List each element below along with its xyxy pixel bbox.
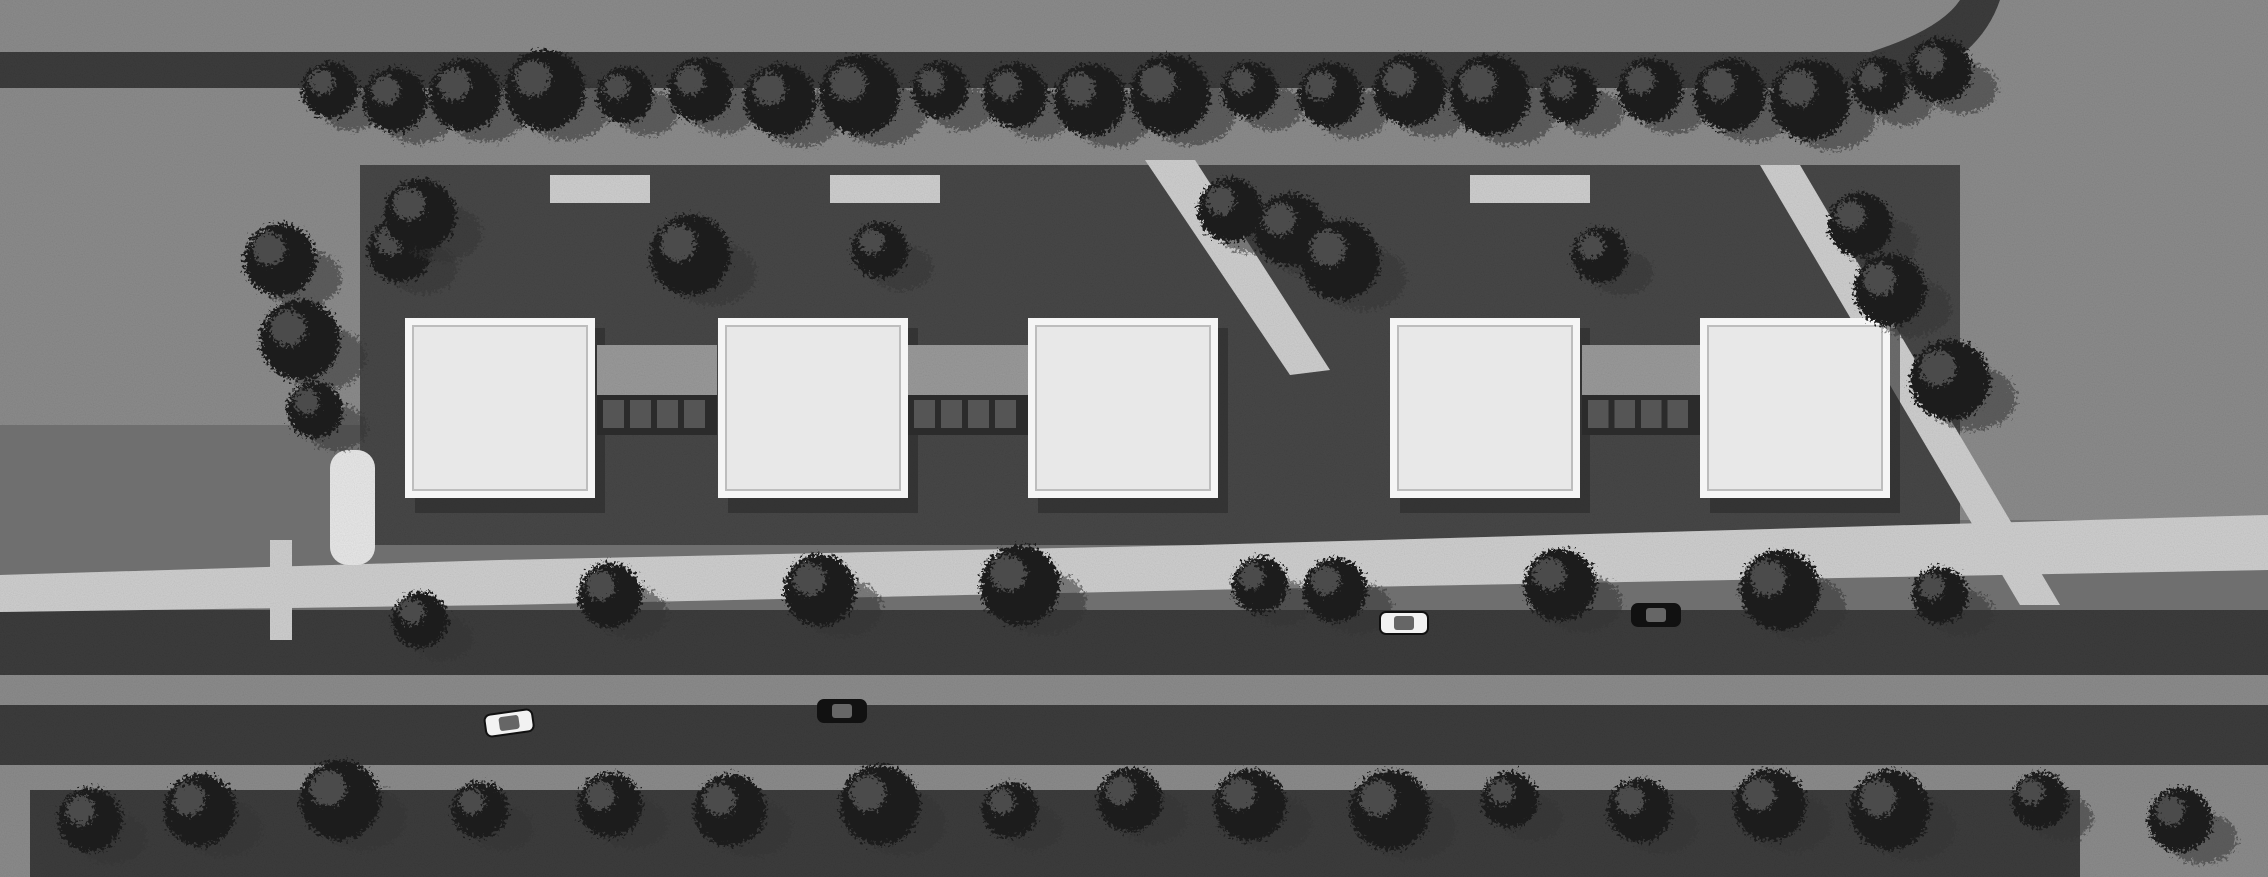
path-south	[0, 515, 2268, 612]
car-car-4	[817, 699, 867, 723]
footpaths	[0, 160, 2268, 640]
tree	[784, 554, 882, 637]
path-north-2	[830, 175, 940, 203]
tree	[1303, 558, 1393, 634]
tree	[1214, 769, 1312, 852]
tree	[694, 774, 792, 857]
building-block-5	[1700, 318, 1900, 513]
tree	[58, 788, 148, 864]
tree	[1298, 63, 1388, 139]
car-car-1	[1379, 611, 1429, 635]
building-block-3	[1028, 318, 1228, 513]
tree	[1908, 38, 1998, 114]
tree	[260, 300, 366, 390]
tree	[820, 55, 926, 145]
building-roof	[1035, 325, 1211, 491]
tree	[1854, 254, 1952, 337]
tree	[392, 592, 473, 661]
tree	[384, 179, 482, 262]
tree	[164, 774, 262, 857]
tree	[597, 67, 678, 136]
tree	[1572, 227, 1653, 296]
tree	[287, 382, 368, 451]
path-diagonal-center	[1145, 160, 1330, 375]
path-diagonal-right	[1760, 165, 2060, 605]
path-north-3	[1470, 175, 1590, 203]
tree	[840, 765, 946, 855]
path-vertical-left	[270, 540, 292, 640]
road-south	[0, 705, 2268, 765]
tree	[1450, 55, 1556, 145]
tree	[1740, 550, 1846, 640]
tree	[1850, 770, 1956, 860]
tree	[2012, 772, 2093, 841]
building-block-2	[718, 318, 918, 513]
connector-link-4-5	[1582, 345, 1700, 435]
path-north-1	[550, 175, 650, 203]
building-roof	[1707, 325, 1883, 491]
road-main	[0, 610, 2268, 675]
tree	[1300, 220, 1406, 310]
tree	[852, 222, 933, 291]
tree	[505, 50, 611, 140]
building-roof	[725, 325, 901, 491]
cars	[483, 603, 1681, 738]
tree	[1054, 64, 1152, 147]
entrance-canopy	[330, 450, 375, 565]
tree	[982, 782, 1063, 851]
tree	[1098, 768, 1188, 844]
car-car-3	[483, 708, 535, 738]
tree	[578, 563, 668, 639]
building-block-4	[1390, 318, 1590, 513]
tree	[1734, 769, 1832, 852]
car-car-2	[1631, 603, 1681, 627]
tree	[912, 62, 993, 131]
tree	[1232, 557, 1313, 626]
tree	[2148, 788, 2238, 864]
connector-bridges	[597, 345, 1700, 435]
tree	[1350, 770, 1456, 860]
trees	[58, 38, 2238, 864]
tree	[1222, 62, 1303, 131]
tree	[300, 760, 406, 850]
tree	[578, 773, 668, 849]
connector-link-2-3	[908, 345, 1028, 435]
tree	[1618, 58, 1708, 134]
tree	[1912, 567, 1993, 636]
tree	[980, 545, 1086, 635]
building-block-1	[405, 318, 605, 513]
building-roof	[412, 325, 588, 491]
tree	[452, 782, 533, 851]
tree	[1542, 67, 1623, 136]
tree	[1524, 549, 1622, 632]
connector-link-1-2	[597, 345, 717, 435]
building-blocks	[405, 318, 1900, 513]
tree	[1910, 340, 2016, 430]
tree	[1608, 778, 1698, 854]
tree	[1694, 59, 1792, 142]
tree	[1482, 772, 1563, 841]
tree	[244, 224, 342, 307]
tree	[668, 58, 758, 134]
tree	[1130, 55, 1236, 145]
building-roof	[1397, 325, 1573, 491]
tree	[1770, 60, 1876, 150]
tree	[650, 215, 756, 305]
